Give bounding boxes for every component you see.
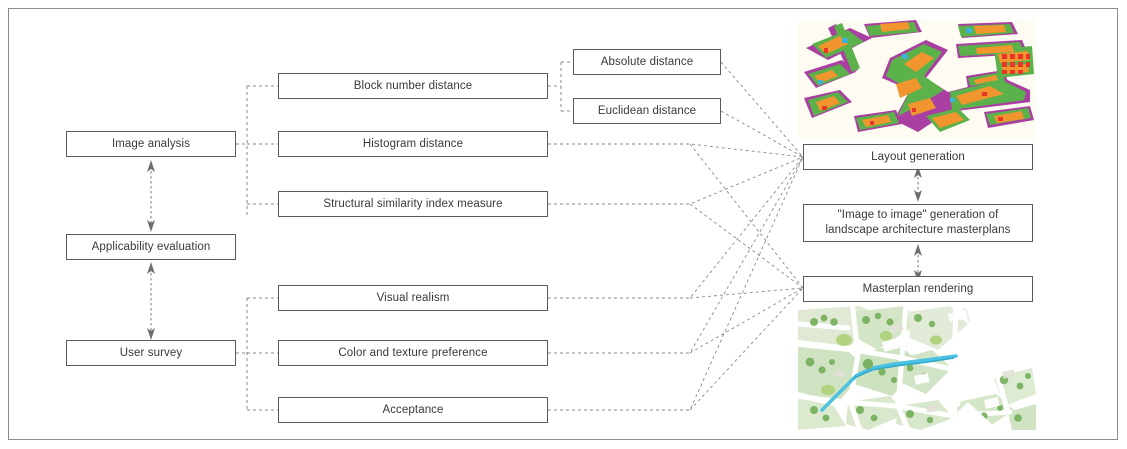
- node-absolute-distance[interactable]: Absolute distance: [573, 49, 721, 75]
- node-color-and-texture-preference[interactable]: Color and texture preference: [278, 340, 548, 366]
- masterplan-rendering-map-image: [798, 306, 1036, 430]
- node-structural-similarity-index-measure[interactable]: Structural similarity index measure: [278, 191, 548, 217]
- node-layout-generation[interactable]: Layout generation: [803, 144, 1033, 170]
- node-user-survey[interactable]: User survey: [66, 340, 236, 366]
- node-applicability-evaluation[interactable]: Applicability evaluation: [66, 234, 236, 260]
- node-acceptance[interactable]: Acceptance: [278, 397, 548, 423]
- node-image-to-image-generation[interactable]: "Image to image" generation of landscape…: [803, 204, 1033, 242]
- node-histogram-distance[interactable]: Histogram distance: [278, 131, 548, 157]
- node-block-number-distance[interactable]: Block number distance: [278, 73, 548, 99]
- node-visual-realism[interactable]: Visual realism: [278, 285, 548, 311]
- node-image-analysis[interactable]: Image analysis: [66, 131, 236, 157]
- node-euclidean-distance[interactable]: Euclidean distance: [573, 98, 721, 124]
- node-masterplan-rendering[interactable]: Masterplan rendering: [803, 276, 1033, 302]
- layout-segmentation-map-image: [798, 20, 1036, 140]
